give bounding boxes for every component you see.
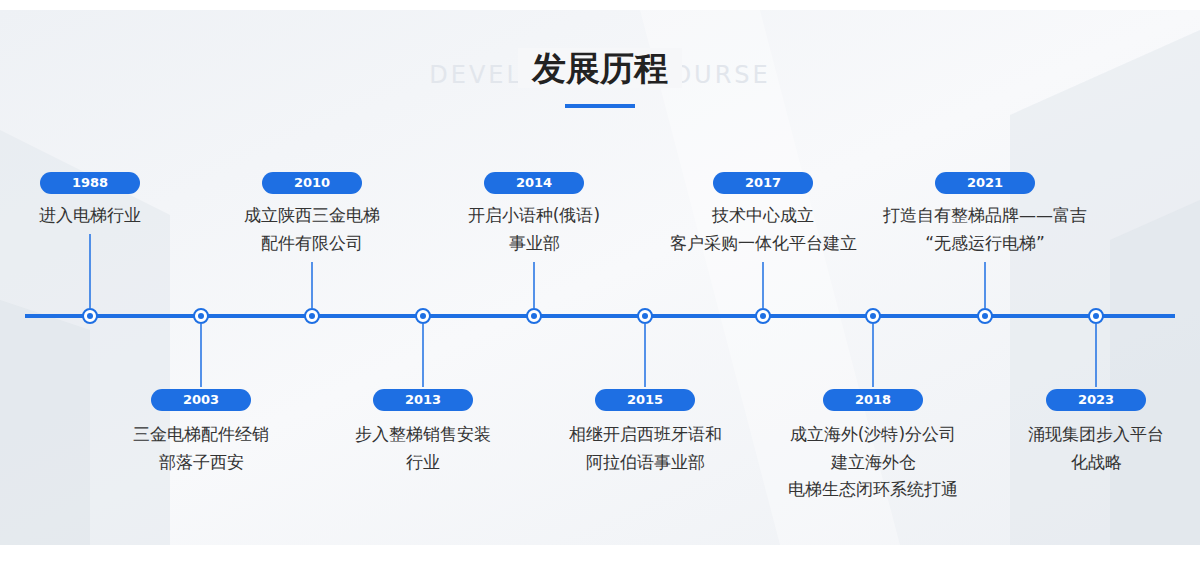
dot-core <box>870 313 876 319</box>
leader-line <box>872 324 874 387</box>
event-text: 进入电梯行业 <box>38 201 142 229</box>
timeline-entry: 2013 步入整梯销售安装 行业 <box>354 389 492 476</box>
timeline-dot <box>527 309 541 323</box>
event-text: 打造自有整梯品牌——富吉 “无感运行电梯” <box>882 201 1088 257</box>
timeline-entry: 2018 成立海外(沙特)分公司 建立海外仓 电梯生态闭环系统打通 <box>787 389 959 504</box>
event-text: 涌现集团步入平台 化战略 <box>1027 421 1165 476</box>
timeline-dot <box>1089 309 1103 323</box>
timeline-entry: 1988 进入电梯行业 <box>38 172 142 229</box>
leader-line <box>1095 324 1097 387</box>
dot-core <box>531 313 537 319</box>
building-left <box>0 130 170 545</box>
building-right-near <box>1110 200 1200 545</box>
timeline-dot <box>194 309 208 323</box>
dot-core <box>760 313 766 319</box>
timeline-dot <box>305 309 319 323</box>
timeline-dot-cores <box>87 313 1099 319</box>
dot-core <box>1093 313 1099 319</box>
dot-core <box>420 313 426 319</box>
timeline-entry: 2010 成立陕西三金电梯 配件有限公司 <box>243 172 381 257</box>
event-text: 技术中心成立 客户采购一体化平台建立 <box>669 201 858 257</box>
year-pill: 2003 <box>151 389 251 411</box>
year-pill: 2017 <box>713 172 813 194</box>
photo-ground <box>0 10 1200 545</box>
dot-core <box>982 313 988 319</box>
timeline-entry: 2015 相继开启西班牙语和 阿拉伯语事业部 <box>568 389 723 476</box>
timeline-dots <box>83 309 1103 323</box>
timeline-dot <box>638 309 652 323</box>
event-text: 相继开启西班牙语和 阿拉伯语事业部 <box>568 421 723 476</box>
leader-line <box>762 262 764 308</box>
timeline-entry: 2021 打造自有整梯品牌——富吉 “无感运行电梯” <box>882 172 1088 257</box>
year-pill: 1988 <box>40 172 140 194</box>
dot-core <box>642 313 648 319</box>
title: 发展历程 <box>518 48 682 88</box>
leader-line <box>89 234 91 308</box>
timeline-dot <box>416 309 430 323</box>
title-row: 发展历程 <box>0 48 1200 88</box>
timeline-dot <box>866 309 880 323</box>
year-pill: 2021 <box>935 172 1035 194</box>
year-pill: 2014 <box>484 172 584 194</box>
building-right <box>1010 30 1200 545</box>
dot-core <box>198 313 204 319</box>
year-pill: 2013 <box>373 389 473 411</box>
leader-line <box>984 262 986 308</box>
leader-line <box>644 324 646 387</box>
event-text: 成立海外(沙特)分公司 建立海外仓 电梯生态闭环系统打通 <box>787 421 959 504</box>
timeline-dot <box>978 309 992 323</box>
title-bar <box>565 104 635 108</box>
dot-core <box>87 313 93 319</box>
timeline-entry: 2014 开启小语种(俄语) 事业部 <box>467 172 602 257</box>
timeline-dot <box>83 309 97 323</box>
event-text: 成立陕西三金电梯 配件有限公司 <box>243 201 381 257</box>
timeline-entry: 2003 三金电梯配件经销 部落子西安 <box>132 389 270 476</box>
timeline-dot <box>756 309 770 323</box>
year-pill: 2010 <box>262 172 362 194</box>
timeline-entry: 2023 涌现集团步入平台 化战略 <box>1027 389 1165 476</box>
leader-line <box>311 262 313 308</box>
dot-core <box>309 313 315 319</box>
year-pill: 2018 <box>823 389 923 411</box>
leader-line <box>200 324 202 387</box>
year-pill: 2015 <box>595 389 695 411</box>
building-left-near <box>0 300 90 545</box>
event-text: 步入整梯销售安装 行业 <box>354 421 492 476</box>
event-text: 三金电梯配件经销 部落子西安 <box>132 421 270 476</box>
year-pill: 2023 <box>1046 389 1146 411</box>
timeline-entry: 2017 技术中心成立 客户采购一体化平台建立 <box>669 172 858 257</box>
leader-line <box>422 324 424 387</box>
event-text: 开启小语种(俄语) 事业部 <box>467 201 602 257</box>
leader-line <box>533 262 535 308</box>
